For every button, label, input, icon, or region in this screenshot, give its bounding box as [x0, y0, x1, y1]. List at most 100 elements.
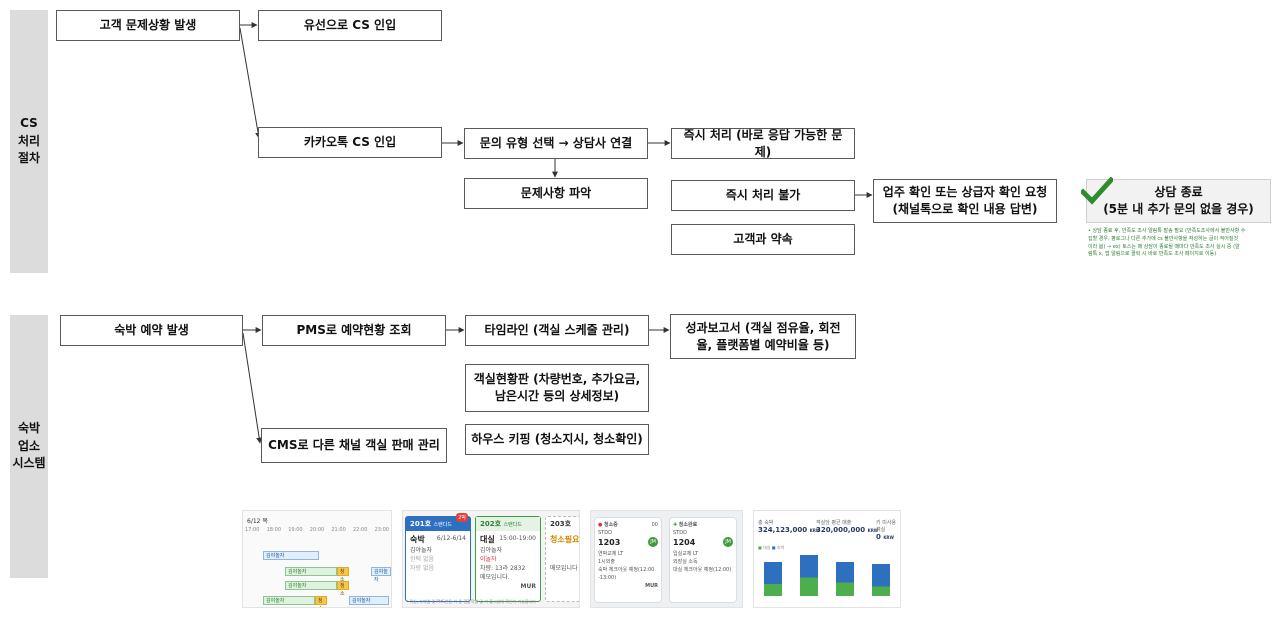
- lane-lodging: 숙박 업소 시스템: [10, 315, 48, 578]
- timeline-booking: 김야놀자: [263, 596, 315, 605]
- hk-status: 청소중: [603, 522, 618, 528]
- node-select-type: 문의 유형 선택 → 상담사 연결: [464, 128, 648, 159]
- hk-type: STDD: [673, 530, 687, 536]
- housekeeping-card: ✚ 청소완료 STDD 1204 JM 입실교체 LT 외장실 소독 대실 체크…: [669, 517, 737, 603]
- hk-count: 00: [651, 522, 658, 528]
- kpi-unit: KRW: [883, 535, 894, 540]
- room-dates: 15:00-19:00: [499, 535, 536, 542]
- edge-reservation-cms: [242, 332, 263, 444]
- room-guest: 김야놀자: [480, 547, 503, 554]
- lane-cs-label: CS 처리 절차: [17, 116, 41, 166]
- timeline-clean-tag: 청소: [337, 567, 349, 583]
- consult-end-note: • 상담 종료 후, 만족도 조사 알림톡 발송 필요 (만족도조사에서 불만사…: [1088, 228, 1246, 258]
- room-card: 201호 스탠다드 2박 숙박 6/12-6/14 김야놀자 한택 없음 차량 …: [405, 513, 471, 602]
- timeline-date: 6/12 목: [247, 518, 268, 525]
- hour-label: 23:00: [374, 527, 389, 533]
- room-number: 203호: [550, 520, 572, 528]
- timeline-booking: 김야놀자: [263, 551, 319, 560]
- thumbnail-report: 총 숙박 324,123,000 KRW 객실당 평균 매출 320,000,0…: [753, 510, 901, 608]
- legend-label: 대실: [763, 545, 771, 550]
- hk-room: 1204: [673, 538, 696, 547]
- room-board-footer: * 객실, 숙박앱 및 PMS연동 이 중 결합작업 및 키 출시상태 확인이 …: [406, 599, 536, 604]
- kpi-value: 0: [876, 533, 881, 541]
- room-detail: 한택 없음: [410, 556, 434, 563]
- node-timeline: 타임라인 (객실 스케줄 관리): [465, 315, 649, 346]
- room-detail: 메모입니다.: [480, 574, 510, 581]
- room-grade: 스탠다드: [503, 522, 522, 528]
- housekeeping-card: ● 청소중 00 STDD 1203 JM 연박교체 LT 1시외출 숙박 체크…: [594, 517, 662, 603]
- hk-type: STDD: [598, 530, 612, 536]
- hk-room: 1203: [598, 538, 621, 547]
- node-consult-end: 상담 종료 (5분 내 추가 문의 없을 경우): [1086, 179, 1271, 223]
- thumbnail-timeline: 6/12 목 17:00 18:00 19:00 20:00 21:00 22:…: [242, 510, 392, 608]
- timeline-booking: 김야놀자: [371, 567, 391, 583]
- report-kpi: 키 미사용 객실 0 KRW: [876, 519, 900, 541]
- report-bar: [872, 564, 890, 596]
- hk-tag: LT: [693, 550, 699, 557]
- timeline-booking: 김야놀자: [285, 581, 337, 590]
- hk-tag: 1시외출: [598, 558, 615, 565]
- timeline-booking: 김야놀자: [349, 596, 389, 605]
- room-detail: 차량: 13라 2832: [480, 565, 526, 572]
- hk-staff-badge: JM: [723, 537, 733, 547]
- kpi-label: 객실당 평균 매출: [816, 520, 852, 526]
- room-card: 202호 스탠다드 대실 15:00-19:00 김야놀자 이놀자 차량: 13…: [475, 516, 541, 602]
- node-room-board: 객실현황판 (차량번호, 추가요금, 남은시간 등의 상세정보): [465, 364, 649, 412]
- room-detail: 메모입니다: [550, 565, 578, 572]
- node-pms: PMS로 예약현황 조회: [262, 315, 446, 346]
- checkmark-icon: [1081, 177, 1113, 205]
- report-kpi: 객실당 평균 매출 320,000,000 KRW: [816, 519, 878, 534]
- node-report: 성과보고서 (객실 점유율, 회전 율, 플랫폼별 예약비율 등): [670, 314, 856, 359]
- node-housekeeping: 하우스 키핑 (청소지시, 청소확인): [465, 424, 649, 455]
- room-card: 203호 청소필요 메모입니다: [545, 516, 579, 602]
- thumbnail-housekeeping: ● 청소중 00 STDD 1203 JM 연박교체 LT 1시외출 숙박 체크…: [590, 510, 743, 608]
- hk-staff-badge: JM: [648, 537, 658, 547]
- kpi-label: 키 미사용 객실: [876, 520, 896, 533]
- report-bar: [800, 555, 818, 596]
- lane-cs: CS 처리 절차: [10, 10, 48, 273]
- room-guest: 김야놀자: [410, 547, 433, 554]
- node-kakao-cs: 카카오톡 CS 인입: [258, 127, 442, 158]
- stay-nights-badge: 2박: [456, 513, 468, 522]
- node-phone-cs: 유선으로 CS 인입: [258, 10, 442, 41]
- thumbnail-room-board: 201호 스탠다드 2박 숙박 6/12-6/14 김야놀자 한택 없음 차량 …: [402, 510, 580, 608]
- hour-label: 21:00: [331, 527, 346, 533]
- hk-tag: 입실교체: [673, 550, 692, 557]
- kpi-value: 324,123,000: [758, 526, 808, 534]
- kpi-unit: KRW: [867, 528, 879, 533]
- report-bar: [836, 562, 854, 596]
- node-not-immediate: 즉시 처리 불가: [671, 180, 855, 211]
- node-escalate: 업주 확인 또는 상급자 확인 요청 (채널톡으로 확인 내용 답변): [873, 179, 1057, 223]
- kpi-value: 320,000,000: [816, 526, 866, 534]
- room-status: 대실: [480, 535, 495, 544]
- kpi-label: 총 숙박: [758, 520, 774, 526]
- hour-label: 17:00: [245, 527, 260, 533]
- node-customer-issue: 고객 문제상황 발생: [56, 10, 240, 41]
- timeline-clean-tag: 청소: [315, 596, 327, 607]
- timeline-booking: 김야놀자: [285, 567, 337, 576]
- room-number: 201호: [410, 520, 432, 528]
- report-bar: [764, 562, 782, 596]
- hk-note: 대실 체크아웃 예정(12:00): [673, 566, 732, 573]
- timeline-hours: 17:00 18:00 19:00 20:00 21:00 22:00 23:0…: [245, 527, 389, 533]
- report-kpi: 총 숙박 324,123,000 KRW: [758, 519, 820, 534]
- hk-tag: 연박교체: [598, 550, 617, 557]
- legend-label: 숙박: [776, 545, 785, 550]
- hour-label: 19:00: [288, 527, 303, 533]
- node-immediate: 즉시 처리 (바로 응답 가능한 문제): [671, 128, 855, 159]
- edge-issue-kakao: [239, 27, 262, 139]
- room-dates: 6/12-6/14: [436, 535, 466, 542]
- hk-note: 숙박 체크아웃 예정(12:00 -13:00): [598, 566, 655, 581]
- timeline-clean-tag: 청소: [337, 581, 349, 597]
- hk-tag: 외장실 소독: [673, 558, 698, 565]
- hk-channel: MUR: [645, 582, 658, 589]
- node-appointment: 고객과 약속: [671, 224, 855, 255]
- room-channel: MUR: [520, 583, 536, 590]
- room-detail: 이놀자: [480, 556, 497, 563]
- hour-label: 20:00: [309, 527, 325, 533]
- node-identify-problem: 문제사항 파악: [464, 178, 648, 209]
- hk-tag: LT: [618, 550, 624, 557]
- hk-status: 청소완료: [678, 522, 698, 528]
- room-number: 202호: [480, 520, 502, 528]
